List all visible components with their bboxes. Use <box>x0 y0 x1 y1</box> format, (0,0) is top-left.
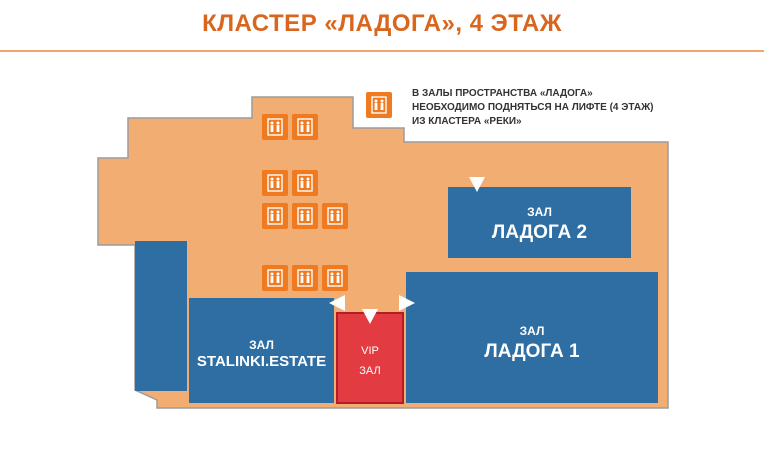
hall-ladoga-2-prefix: ЗАЛ <box>527 205 552 219</box>
hall-vip-name: ЗАЛ <box>359 365 381 377</box>
title-divider <box>0 50 764 52</box>
hall-side-block <box>135 241 187 391</box>
elevator-icon <box>321 202 349 230</box>
page-title: КЛАСТЕР «ЛАДОГА», 4 ЭТАЖ <box>202 10 562 37</box>
hall-stalinki-prefix: ЗАЛ <box>249 338 274 352</box>
hall-ladoga-1-name: ЛАДОГА 1 <box>484 341 580 362</box>
hall-stalinki-estate[interactable] <box>189 298 334 403</box>
hall-stalinki-name: STALINKI.ESTATE <box>196 353 327 370</box>
hall-ladoga-1[interactable] <box>406 272 658 403</box>
elevator-icon <box>291 202 319 230</box>
elevator-icon <box>291 169 319 197</box>
note-line: ИЗ КЛАСТЕРА «РЕКИ» <box>412 116 522 127</box>
note-line: НЕОБХОДИМО ПОДНЯТЬСЯ НА ЛИФТЕ (4 ЭТАЖ) <box>412 102 654 113</box>
elevator-icon <box>261 169 289 197</box>
note-line: В ЗАЛЫ ПРОСТРАНСТВА «ЛАДОГА» <box>412 88 593 99</box>
entrance-arrow <box>399 295 415 311</box>
elevator-icon <box>261 264 289 292</box>
elevator-icon <box>261 202 289 230</box>
entrance-arrow <box>362 309 378 324</box>
elevator-icon <box>321 264 349 292</box>
hall-ladoga-1-prefix: ЗАЛ <box>519 324 545 338</box>
elevator-icon <box>291 113 319 141</box>
hall-ladoga-2[interactable] <box>448 187 631 258</box>
entrance-arrow <box>329 295 345 311</box>
legend-elevator-icon <box>365 91 393 119</box>
hall-ladoga-2-name: ЛАДОГА 2 <box>491 222 588 243</box>
elevator-note: В ЗАЛЫ ПРОСТРАНСТВА «ЛАДОГА» НЕОБХОДИМО … <box>412 87 653 129</box>
elevator-icon <box>261 113 289 141</box>
entrance-arrow <box>469 177 485 192</box>
elevator-icon <box>291 264 319 292</box>
hall-vip-prefix: VIP <box>361 345 379 357</box>
hall-vip[interactable] <box>336 312 404 404</box>
